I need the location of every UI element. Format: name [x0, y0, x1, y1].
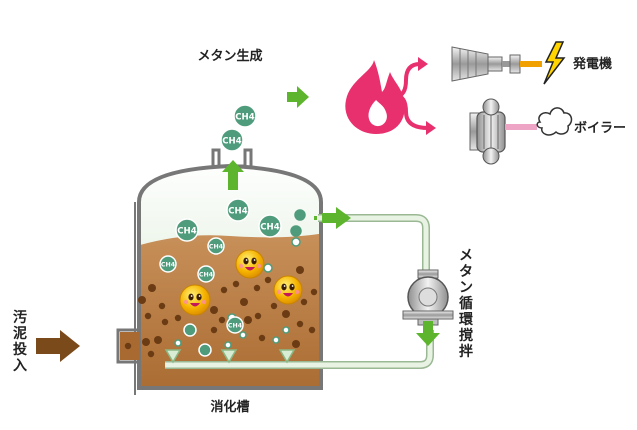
svg-text:CH4: CH4	[235, 113, 254, 123]
bubble	[224, 341, 232, 349]
gas-up-arrow	[222, 160, 244, 190]
bacteria-face-icon	[179, 284, 211, 316]
sludge-particle	[138, 296, 146, 304]
sludge-particle	[218, 316, 226, 324]
ch4-molecule: CH4	[220, 128, 244, 152]
rising-bubbles	[174, 209, 306, 349]
to-utilization-arrow	[287, 86, 309, 108]
boiler-icon	[469, 98, 537, 165]
bubble	[174, 339, 182, 347]
ch4-molecule: CH4	[197, 265, 215, 283]
digester-label: 消化槽	[210, 399, 249, 415]
ch4-molecule	[183, 323, 197, 337]
diffuser-2	[220, 349, 238, 364]
svg-text:CH4: CH4	[228, 323, 243, 330]
sludge-particle	[254, 312, 262, 320]
ch4-molecule: CH4	[226, 316, 244, 334]
diffuser-1	[164, 349, 182, 364]
sludge-particle	[244, 316, 252, 324]
bacteria-group	[179, 249, 303, 316]
gas-out-arrow	[314, 207, 351, 229]
ch4-molecule	[198, 343, 212, 357]
power-generator-label: 発電機	[572, 56, 612, 72]
turbine-icon	[451, 46, 542, 82]
ch4-molecule: CH4	[159, 255, 177, 273]
sludge-particle	[161, 318, 169, 326]
svg-text:CH4: CH4	[228, 207, 247, 217]
sludge-particle	[308, 326, 316, 334]
bacteria-face-icon	[235, 249, 265, 279]
sludge-particle	[124, 342, 132, 350]
methane-circulation-label: メタン循環撹拌	[459, 248, 474, 360]
circulation-down-arrow	[416, 321, 440, 346]
methane-generation-label: メタン生成	[197, 48, 262, 64]
flame-branch-arrows	[395, 57, 436, 135]
sludge-particle	[174, 314, 182, 322]
flame-icon	[345, 60, 405, 134]
sludge-particle	[210, 326, 218, 334]
bubble	[239, 331, 247, 339]
sludge-particle	[154, 336, 162, 344]
sludge-particle	[300, 298, 308, 306]
sludge-particle	[147, 350, 155, 358]
bubble	[282, 326, 290, 334]
ch4-molecule: CH4	[258, 214, 282, 238]
svg-text:CH4: CH4	[177, 227, 196, 237]
sludge-particle	[148, 284, 156, 292]
svg-text:CH4: CH4	[199, 272, 214, 279]
svg-text:CH4: CH4	[260, 223, 279, 233]
sludge-particle	[142, 338, 150, 346]
sludge-particle	[258, 334, 266, 342]
sludge-particle	[296, 266, 304, 274]
ch4-molecule: CH4	[233, 104, 257, 128]
sludge-particle	[292, 340, 300, 348]
boiler-label: ボイラー	[574, 120, 626, 136]
sludge-particle	[253, 284, 261, 292]
bubble	[263, 263, 273, 273]
sludge-input-label: 汚泥投入	[13, 309, 27, 374]
svg-text:CH4: CH4	[222, 137, 241, 147]
ch4-molecule: CH4	[226, 198, 250, 222]
pump-icon	[402, 269, 454, 326]
sludge-input-arrow	[36, 330, 80, 362]
sludge-particle	[240, 298, 248, 306]
sludge-particle	[158, 302, 166, 310]
sludge-particle	[310, 288, 318, 296]
ch4-molecule: CH4	[175, 218, 199, 242]
svg-text:CH4: CH4	[209, 244, 224, 251]
sludge-particle	[282, 310, 290, 318]
sludge-particle	[210, 306, 218, 314]
sludge-particle	[220, 286, 228, 294]
circulation-pipe	[164, 214, 434, 369]
lightning-icon	[543, 41, 566, 85]
steam-cloud-icon	[536, 107, 573, 136]
sludge-particle	[296, 320, 304, 328]
sludge-particle	[270, 302, 278, 310]
bubble	[291, 237, 301, 247]
bubble-solid	[295, 210, 305, 220]
svg-text:CH4: CH4	[161, 262, 176, 269]
sludge-particle	[264, 276, 272, 284]
bubble-solid	[291, 226, 301, 236]
diffuser-3	[278, 349, 296, 364]
bubble	[272, 336, 280, 344]
bacteria-face-icon	[273, 275, 303, 305]
sludge-particle	[232, 280, 240, 288]
sludge-particle	[144, 312, 152, 320]
ch4-molecule: CH4	[207, 237, 225, 255]
